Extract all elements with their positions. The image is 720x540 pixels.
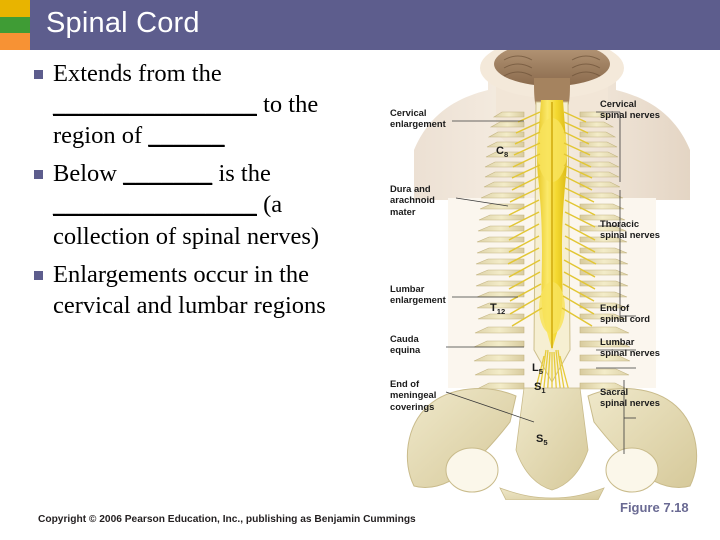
label-line: mater (390, 205, 416, 217)
bullet-list: Extends from the ________________ to the… (34, 58, 384, 328)
lumbar-vertebrae (473, 326, 525, 390)
label-line: Thoracic (600, 218, 640, 229)
fill-in-blank: ______ (148, 122, 225, 150)
label-line: enlargement (390, 294, 446, 306)
bullet-extends-text: Extends from the ________________ to the… (53, 58, 384, 151)
cervical-vertebrae (483, 111, 525, 188)
obturator-foramen-left (445, 447, 499, 493)
bullet-marker-icon (34, 70, 43, 79)
label-line: coverings (390, 400, 435, 412)
bullet-text-run: to the region of (53, 91, 319, 150)
fill-in-blank: ________________ (53, 91, 257, 119)
marker-c8: C8 (496, 145, 509, 160)
label-line: Lumbar (390, 283, 425, 294)
marker-l5: L5 (532, 362, 543, 377)
obturator-foramen-right (605, 447, 659, 493)
brain (494, 50, 610, 86)
leader-lines-right (596, 111, 636, 454)
fill-in-blank: ________________ (53, 191, 257, 219)
bullet-below-text: Below _______ is the ________________ (a… (53, 158, 384, 251)
pubic-rami (499, 487, 605, 500)
label-line: End of (390, 378, 420, 389)
label-line: Sacral (600, 386, 629, 397)
bullet-text-run: is the (212, 160, 271, 188)
label-line: meningeal (390, 389, 437, 401)
label-line: Cervical (600, 98, 637, 109)
marker-s5: S5 (536, 433, 548, 448)
label-line: spinal nerves (600, 347, 660, 359)
accent-color-stack (0, 0, 30, 50)
label-line: arachnoid (390, 194, 435, 206)
bullet-marker-icon (34, 170, 43, 180)
figure-caption: Figure 7.18 (620, 500, 689, 515)
label-line: Cervical (390, 107, 427, 118)
label-line: End of (600, 302, 630, 313)
marker-s1: S1 (534, 381, 546, 396)
label-line: enlargement (390, 118, 446, 130)
bullet-text-run: (a collection of spinal nerves) (53, 191, 320, 250)
marker-t12: T12 (490, 302, 506, 317)
label-line: equina (390, 344, 421, 356)
bullet-below: Below _______ is the ________________ (a… (34, 158, 384, 251)
bullet-enlargements-text: Enlargements occur in the cervical and l… (53, 259, 384, 321)
copyright-notice: Copyright © 2006 Pearson Education, Inc.… (38, 514, 416, 525)
bullet-marker-icon (34, 270, 43, 280)
marker-subscript: 8 (503, 150, 509, 160)
bullet-text-run: Extends from the (53, 60, 222, 87)
slide-title-bar: Spinal Cord (0, 0, 720, 50)
label-line: Lumbar (600, 336, 635, 347)
label-line: spinal cord (600, 313, 651, 325)
brain-folds (503, 55, 601, 77)
marker-subscript: 12 (496, 307, 506, 317)
leader-lines-left (445, 120, 535, 423)
accent-band-orange (0, 33, 30, 50)
bullet-text-run: Below (53, 160, 124, 188)
spinal-nerve-roots (507, 111, 597, 327)
marker-subscript: 5 (543, 438, 548, 448)
spinal-cord-illustration (406, 50, 698, 500)
bullet-text-run: Enlargements occur in the cervical and l… (53, 260, 326, 319)
fill-in-blank: _______ (123, 160, 213, 188)
label-line: Dura and (390, 183, 431, 194)
label-line: spinal nerves (600, 109, 660, 121)
accent-band-yellow (0, 0, 30, 17)
marker-subscript: 1 (541, 386, 546, 396)
bullet-extends: Extends from the ________________ to the… (34, 58, 384, 151)
sacrum (515, 387, 589, 491)
marker-subscript: 5 (538, 367, 543, 377)
page-title: Spinal Cord (46, 7, 200, 39)
accent-band-green (0, 16, 30, 34)
bullet-enlargements: Enlargements occur in the cervical and l… (34, 259, 384, 321)
label-line: spinal nerves (600, 229, 660, 241)
label-line: spinal nerves (600, 397, 660, 409)
label-line: Cauda (390, 333, 419, 344)
